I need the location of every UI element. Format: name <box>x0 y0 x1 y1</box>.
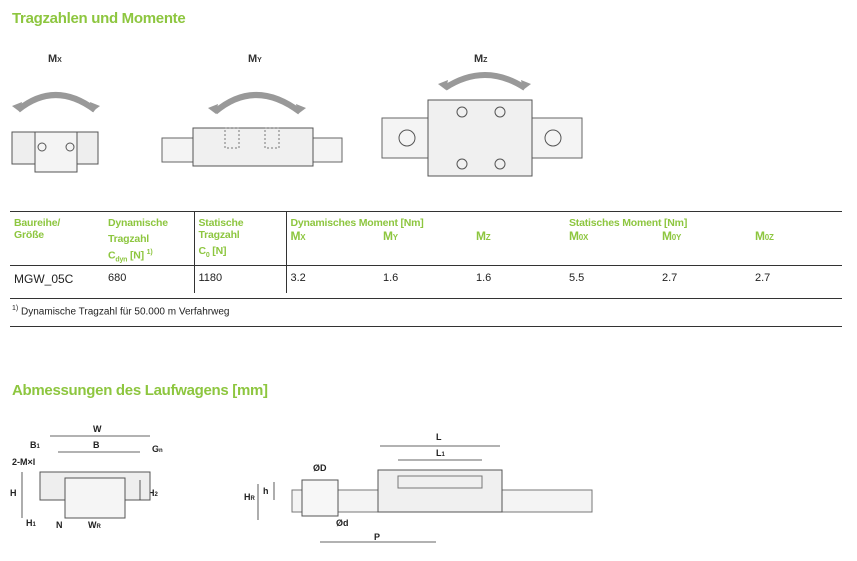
footnote: 1) Dynamische Tragzahl für 50.000 m Verf… <box>12 305 230 318</box>
stat-moment-header: Statisches Moment [Nm] <box>569 217 688 229</box>
col-model: Baureihe/ Größe <box>14 217 61 241</box>
section-title-load-ratings: Tragzahlen und Momente <box>12 10 186 27</box>
cell-model: MGW_05C <box>14 271 74 286</box>
dim-D: ØD <box>313 463 327 473</box>
footnote-rule <box>10 326 842 327</box>
moment-diagrams: MX MY MZ <box>11 53 583 177</box>
load-rating-table: Baureihe/ Größe Dynamische Tragzahl Cdyn… <box>10 211 842 293</box>
label-mz: MZ <box>474 53 488 65</box>
dim-L: L <box>436 432 442 442</box>
table-row: MGW_05C 680 1180 3.2 1.6 1.6 5.5 2.7 2.7 <box>10 265 842 293</box>
dimension-diagrams: W B B1 Gn 2-M×l H H2 H1 N WR L L1 ØD Ød … <box>10 424 593 543</box>
dim-h: h <box>263 486 269 496</box>
dim-M: 2-M×l <box>12 457 35 467</box>
dim-H: H <box>10 488 17 498</box>
m0x-label: M0X <box>569 229 589 243</box>
dim-d: Ød <box>336 518 349 528</box>
col-cdyn: Dynamische Tragzahl Cdyn [N] 1) <box>104 211 195 265</box>
dim-H2: H2 <box>148 488 159 498</box>
dim-W: W <box>93 424 102 434</box>
cell-cdyn: 680 <box>104 265 195 293</box>
cell-my: 1.6 <box>383 271 399 284</box>
dim-H1: H1 <box>26 518 37 528</box>
mz-label: MZ <box>476 229 491 243</box>
section-title-dimensions: Abmessungen des Laufwagens [mm] <box>12 382 268 399</box>
dim-L1: L1 <box>436 448 446 458</box>
dim-B1: B1 <box>30 440 41 450</box>
cell-m0y: 2.7 <box>662 271 678 284</box>
cell-m0x: 5.5 <box>569 271 585 284</box>
dim-P: P <box>374 532 380 542</box>
mx-label: MX <box>290 229 306 243</box>
m0z-label: M0Z <box>755 229 774 243</box>
m0y-label: M0Y <box>662 229 682 243</box>
dyn-moment-header: Dynamisches Moment [Nm] <box>290 217 424 229</box>
my-label: MY <box>383 229 398 243</box>
dim-WR: WR <box>88 520 102 530</box>
dim-B: B <box>93 440 100 450</box>
cell-mz: 1.6 <box>476 271 492 284</box>
cell-m0z: 2.7 <box>755 271 771 284</box>
label-my: MY <box>248 53 262 65</box>
dim-HR: HR <box>244 492 256 502</box>
dim-N: N <box>56 520 63 530</box>
cell-c0: 1180 <box>194 265 287 293</box>
cell-mx: 3.2 <box>290 271 306 284</box>
label-mx: MX <box>48 53 62 65</box>
table-bottom-rule <box>10 298 842 299</box>
dim-G: Gn <box>152 444 163 454</box>
col-c0: Statische Tragzahl C0 [N] <box>194 211 287 265</box>
